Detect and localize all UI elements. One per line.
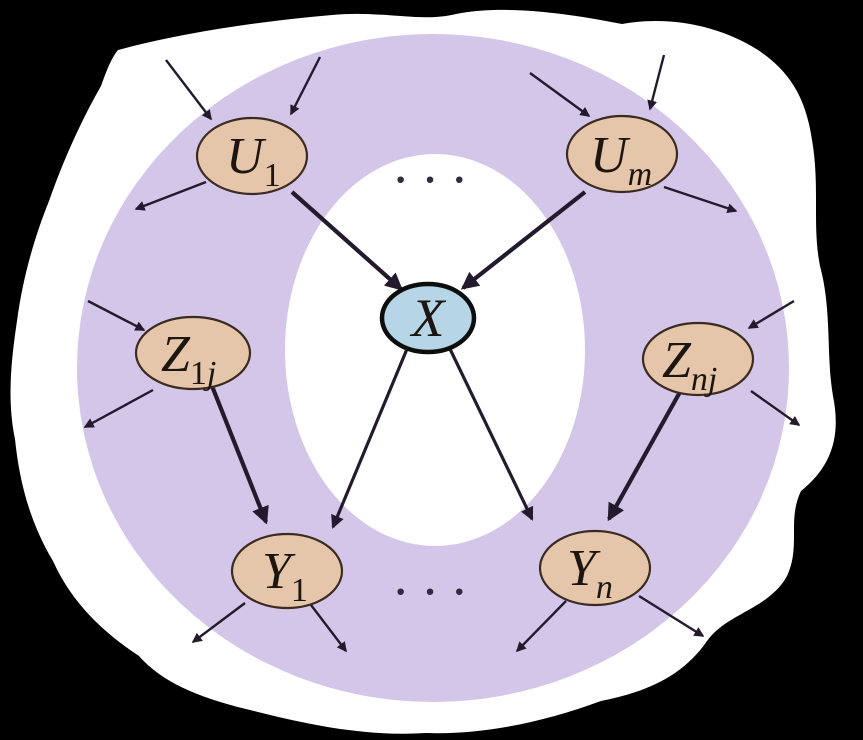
edge-um-to-ext [663,185,738,214]
node-y1 [230,532,344,610]
label-layer: U1 Um Z1j Znj Y1 Yn X ··· ··· [161,127,717,614]
edge-x-to-yn [448,348,534,521]
node-u1 [195,116,309,196]
ellipsis-bottom: ··· [394,569,482,614]
edge-z1j-to-ext [83,388,154,429]
node-z1j [134,315,252,391]
label-x: X [410,288,447,348]
node-yn [538,529,652,607]
label-y1: Y1 [262,543,308,609]
edge-ext-to-z1j [87,299,146,332]
edge-ext-to-u1-a [165,59,212,121]
label-um: Um [590,127,652,193]
edge-u1-to-x [290,190,403,291]
label-yn: Yn [567,540,613,606]
edge-ext-to-um-b [647,54,666,111]
edge-y1-to-ext-b [310,604,347,653]
edge-um-to-x [460,190,587,290]
edge-layer [83,54,801,653]
ellipsis-top: ··· [394,157,482,202]
node-layer [134,114,755,610]
edge-y1-to-ext-a [191,602,246,643]
center-out-edges [331,348,534,529]
edge-ext-to-um-a [529,72,591,117]
node-um [565,114,679,194]
edge-x-to-y1 [331,348,409,529]
blanket-edges [210,190,682,525]
edge-yn-to-ext-a [515,600,567,653]
edge-znj-to-ext [750,390,801,426]
external-edges [83,54,801,653]
label-znj: Znj [662,332,717,398]
edge-z1j-to-y1 [210,385,269,525]
edge-ext-to-znj [747,299,795,330]
edge-yn-to-ext-b [638,594,705,638]
label-z1j: Z1j [161,326,216,392]
node-x [379,281,477,355]
node-znj [641,321,755,397]
edge-u1-to-ext [134,180,207,211]
label-u1: U1 [226,128,281,194]
edge-ext-to-u1-b [289,56,322,116]
edge-znj-to-yn [607,390,682,522]
